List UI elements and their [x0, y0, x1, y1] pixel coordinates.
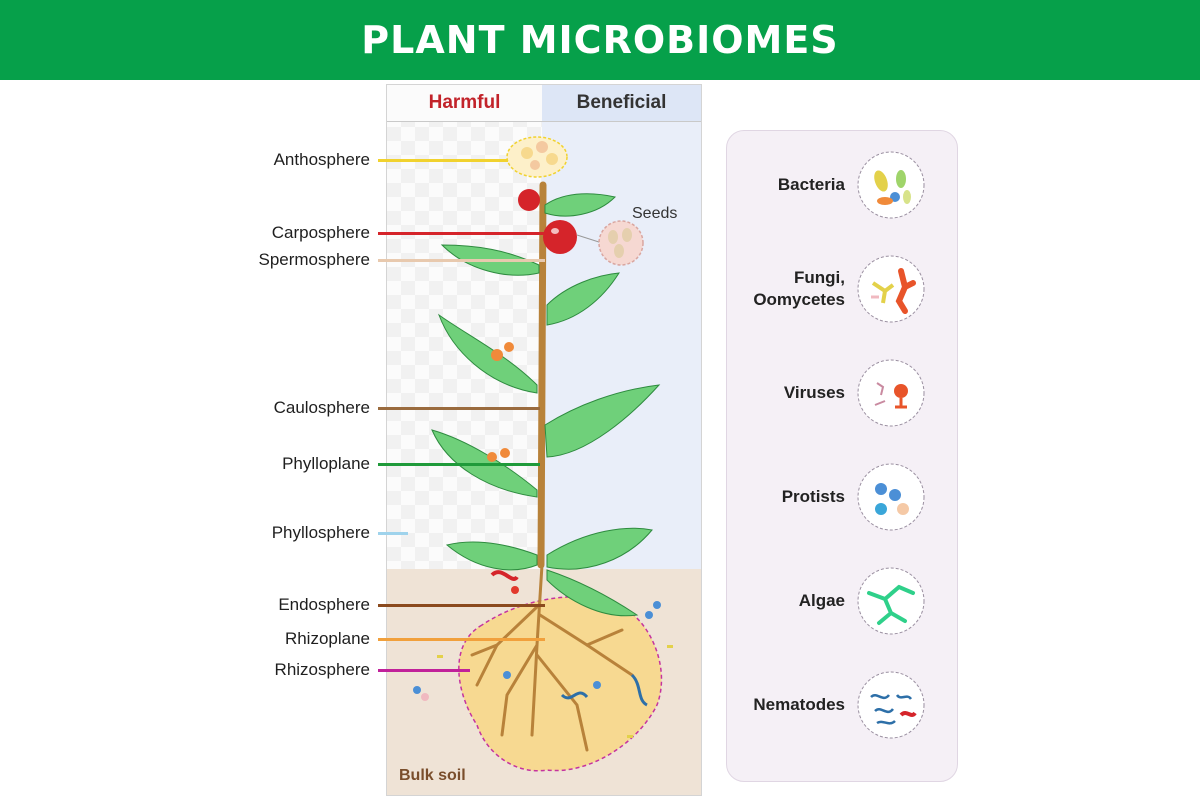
- label-carposphere: Carposphere: [271, 223, 370, 242]
- organism-row-1: Fungi,Oomycetes: [727, 249, 957, 329]
- organism-name: Fungi,Oomycetes: [753, 268, 845, 309]
- page-title: PLANT MICROBIOMES: [361, 18, 839, 62]
- algae-icon: [857, 567, 925, 635]
- roots: [470, 563, 634, 752]
- soil-microbes: [413, 570, 673, 738]
- leaves: [431, 193, 661, 617]
- bulk-soil-label: Bulk soil: [399, 767, 466, 784]
- label-rhizosphere: Rhizosphere: [274, 660, 370, 679]
- plant-illustration: [413, 136, 673, 772]
- leader-line-phylloplane: [378, 463, 540, 466]
- organism-row-5: Nematodes: [727, 665, 957, 745]
- large-fruit: [543, 220, 577, 254]
- leader-line-anthosphere: [378, 159, 508, 162]
- plant-diagram: Bulk soil Harmful Beneficial: [386, 84, 702, 796]
- stem: [537, 181, 547, 569]
- label-caulosphere: Caulosphere: [273, 398, 370, 417]
- label-phylloplane: Phylloplane: [282, 454, 370, 473]
- organism-name: Algae: [798, 591, 845, 610]
- organism-name: Viruses: [783, 383, 845, 402]
- seeds-bubble: [576, 220, 644, 266]
- organism-row-3: Protists: [727, 457, 957, 537]
- organism-name: Protists: [781, 487, 845, 506]
- virus-icon: [857, 359, 925, 427]
- label-rhizoplane: Rhizoplane: [284, 629, 370, 648]
- leader-line-carposphere: [378, 232, 548, 235]
- organism-row-4: Algae: [727, 561, 957, 641]
- fungi-icon: [857, 255, 925, 323]
- title-banner: PLANT MICROBIOMES: [0, 0, 1200, 80]
- harmful-header: Harmful: [387, 85, 542, 121]
- leader-line-caulosphere: [378, 407, 540, 410]
- beneficial-column: [542, 85, 701, 569]
- leader-line-endosphere: [378, 604, 545, 607]
- organism-name: Nematodes: [753, 695, 845, 714]
- protist-icon: [857, 463, 925, 531]
- label-anthosphere: Anthosphere: [273, 150, 370, 169]
- organism-name: Bacteria: [777, 175, 845, 194]
- leader-line-spermosphere: [378, 259, 545, 262]
- organism-row-0: Bacteria: [727, 145, 957, 225]
- nematode-icon: [857, 671, 925, 739]
- bacteria-icon: [857, 151, 925, 219]
- small-fruit: [518, 189, 540, 211]
- label-spermosphere: Spermosphere: [258, 250, 370, 269]
- label-phyllosphere: Phyllosphere: [271, 523, 370, 542]
- header-divider: [387, 121, 701, 122]
- flower-cluster: [506, 136, 568, 178]
- leader-line-rhizosphere: [378, 669, 470, 672]
- beneficial-header: Beneficial: [542, 85, 701, 121]
- pathogen-spots: [487, 342, 519, 594]
- label-endosphere: Endosphere: [278, 595, 370, 614]
- leader-line-phyllosphere: [378, 532, 408, 535]
- leader-line-rhizoplane: [378, 638, 545, 641]
- organism-row-2: Viruses: [727, 353, 957, 433]
- seeds-label: Seeds: [632, 205, 678, 222]
